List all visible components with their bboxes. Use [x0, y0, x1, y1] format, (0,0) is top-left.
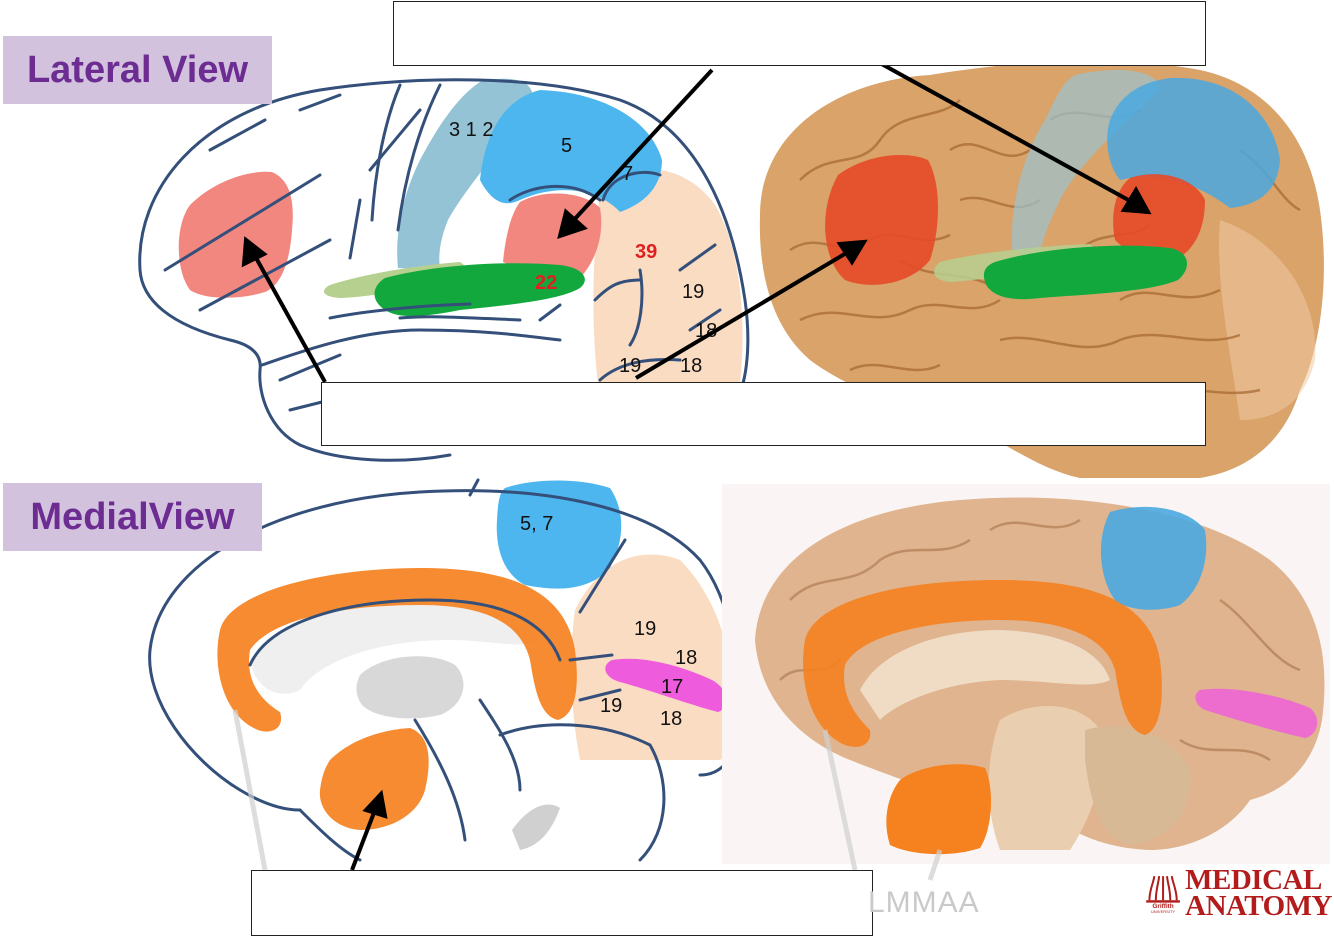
- pointer-arrows: [241, 60, 1152, 871]
- medial-label-18a: 18: [675, 647, 697, 669]
- lateral-label-19a: 19: [682, 281, 704, 303]
- answer-box-middle[interactable]: [321, 382, 1206, 446]
- lateral-brain-photo: [759, 60, 1324, 479]
- watermark-text: LMMAA: [868, 886, 980, 919]
- lateral-label-39: 39: [635, 241, 657, 263]
- lateral-label-18b: 18: [680, 355, 702, 377]
- medial-area-ventricle: [250, 600, 540, 694]
- answer-box-bottom[interactable]: [251, 870, 873, 936]
- medial-area-somatosensory: [496, 480, 622, 589]
- logo-line-medical: MEDICAL: [1185, 864, 1322, 896]
- medial-label-18b: 18: [660, 708, 682, 730]
- medial-view-label: MedialView: [3, 483, 262, 551]
- lateral-label-5: 5: [561, 135, 572, 157]
- lateral-view-label: Lateral View: [3, 36, 272, 104]
- medial-label-57: 5, 7: [520, 513, 553, 535]
- lateral-area-auditory: [374, 263, 585, 317]
- medial-brain-photo: [722, 484, 1330, 864]
- answer-box-top[interactable]: [393, 1, 1206, 66]
- lateral-label-19b: 19: [619, 355, 641, 377]
- medial-area-visual-association: [571, 554, 735, 760]
- lateral-label-7: 7: [622, 163, 633, 185]
- logo-sub-university: UNIVERSITY: [1151, 909, 1175, 914]
- griffith-crest-icon: Griffith UNIVERSITY: [1146, 876, 1180, 914]
- medial-line-drawing: 5, 7 19 18 17 19 18: [148, 478, 741, 862]
- lateral-label-312: 3 1 2: [449, 119, 493, 141]
- watermark-strokes: [232, 709, 943, 881]
- medial-area-visual-primary: [605, 658, 727, 712]
- medial-area-cingulate: [217, 568, 577, 732]
- logo-sub-griffith: Griffith: [1152, 903, 1173, 910]
- lateral-area-broca: [178, 171, 293, 298]
- lateral-label-22: 22: [535, 272, 557, 294]
- medial-label-17: 17: [661, 676, 683, 698]
- logo-line-anatomy: ANATOMY: [1185, 890, 1332, 922]
- medial-area-amygdala: [319, 728, 429, 830]
- medial-label-19a: 19: [634, 618, 656, 640]
- lateral-label-18a: 18: [695, 320, 717, 342]
- medial-area-thalamus: [356, 656, 464, 719]
- griffith-medical-anatomy-logo: Griffith UNIVERSITY MEDICAL ANATOMY: [1143, 864, 1332, 922]
- medial-label-19b: 19: [600, 695, 622, 717]
